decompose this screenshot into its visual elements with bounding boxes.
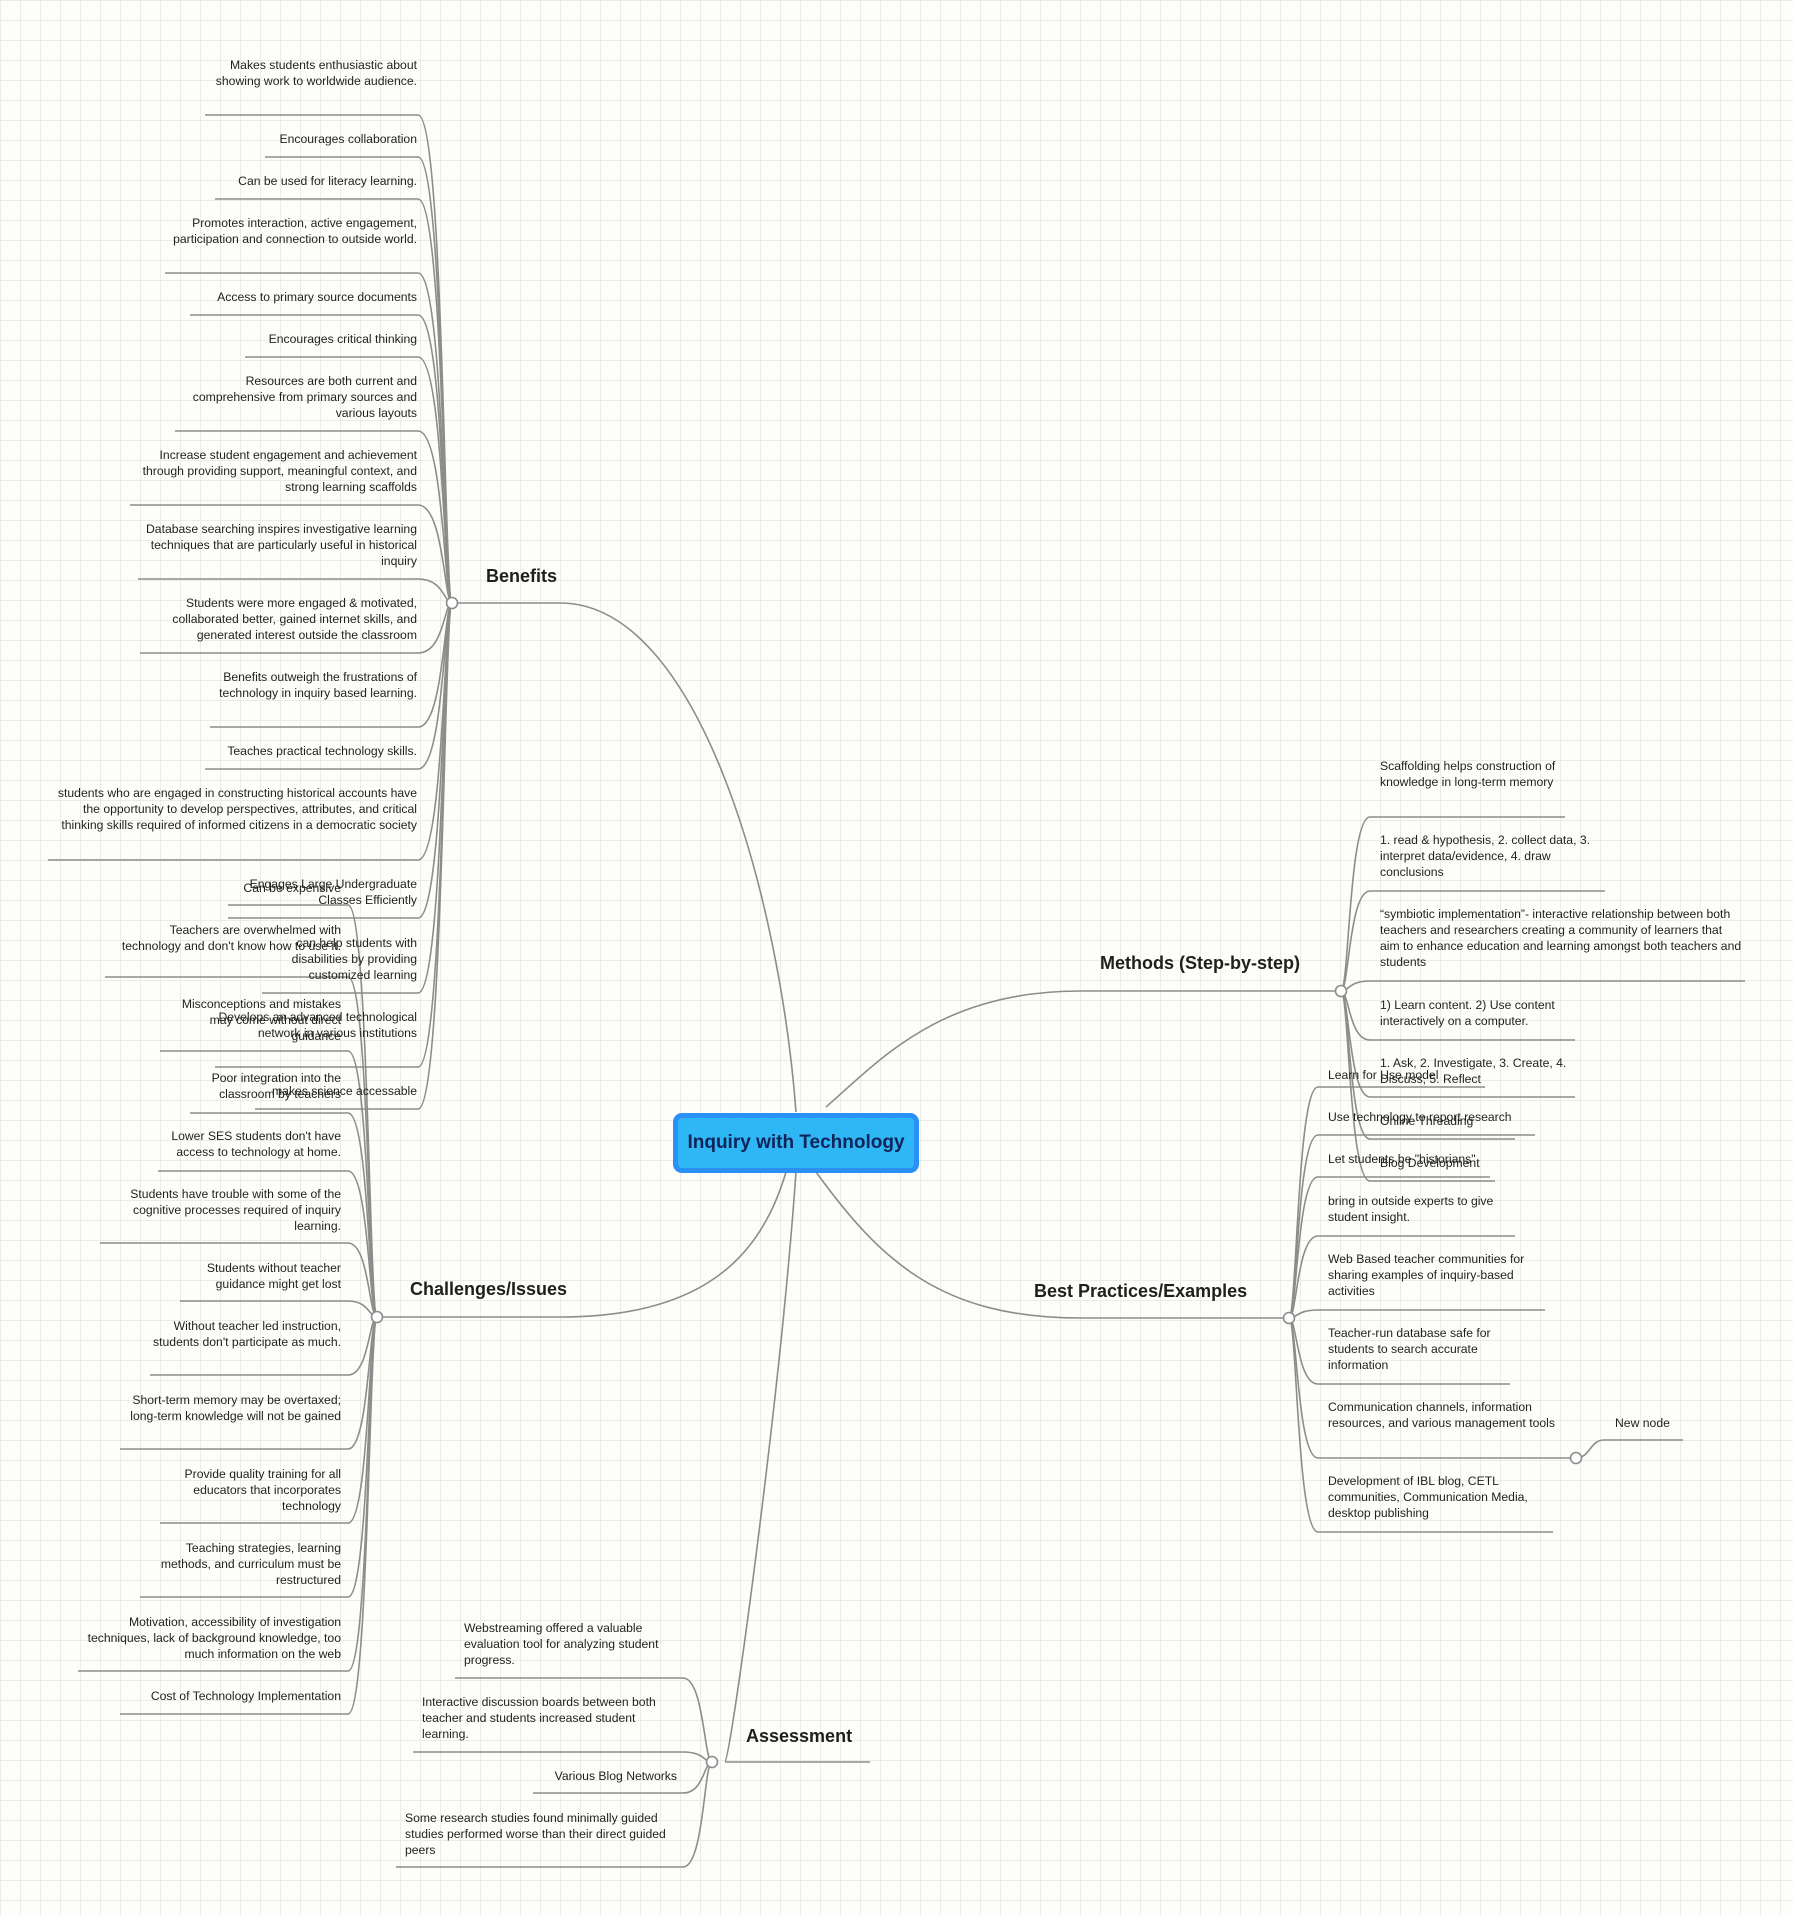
challenge-item[interactable]: Provide quality training for all educato… xyxy=(184,1467,342,1513)
benefit-item[interactable]: Encourages critical thinking xyxy=(268,332,417,346)
challenge-item[interactable]: Short-term memory may be overtaxed; long… xyxy=(130,1393,341,1423)
connector-line xyxy=(1340,980,1745,992)
method-item[interactable]: Blog Development xyxy=(1380,1156,1480,1170)
branch-methods[interactable]: Methods (Step-by-step) xyxy=(1100,953,1300,973)
best-practice-item[interactable]: Learn for Use model xyxy=(1328,1068,1439,1082)
connector-line xyxy=(228,602,453,919)
assessment-item[interactable]: Various Blog Networks xyxy=(554,1769,677,1783)
challenge-item[interactable]: Students have trouble with some of the c… xyxy=(130,1187,341,1233)
challenge-item[interactable]: Can be expensive xyxy=(243,881,341,895)
challenge-item[interactable]: Motivation, accessibility of investigati… xyxy=(87,1615,341,1661)
benefit-item[interactable]: Makes students enthusiastic about showin… xyxy=(215,58,417,88)
assessment-item[interactable]: Interactive discussion boards between bo… xyxy=(422,1695,656,1741)
benefit-item[interactable]: Increase student engagement and achievem… xyxy=(142,448,417,494)
best-practice-item[interactable]: bring in outside experts to give student… xyxy=(1328,1194,1494,1224)
connector-line xyxy=(413,1751,713,1763)
benefit-item[interactable]: Promotes interaction, active engagement,… xyxy=(173,216,417,246)
method-item[interactable]: “symbiotic implementation”- interactive … xyxy=(1380,907,1742,969)
benefit-item[interactable]: students who are engaged in constructing… xyxy=(57,786,417,832)
connector-line xyxy=(1288,1317,1553,1533)
benefit-item[interactable]: Encourages collaboration xyxy=(279,132,417,146)
best-practice-item[interactable]: Communication channels, information reso… xyxy=(1328,1400,1555,1430)
benefit-item[interactable]: Teaches practical technology skills. xyxy=(227,744,417,758)
benefit-item[interactable]: Students were more engaged & motivated, … xyxy=(172,596,417,642)
benefit-item[interactable]: Access to primary source documents xyxy=(217,290,417,304)
benefit-item[interactable]: makes science accessable xyxy=(272,1084,417,1098)
method-item[interactable]: Scaffolding helps construction of knowle… xyxy=(1380,759,1556,789)
branch-knob[interactable] xyxy=(370,1310,384,1324)
branch-best-practices[interactable]: Best Practices/Examples xyxy=(1034,1281,1248,1301)
challenge-item[interactable]: Lower SES students don't have access to … xyxy=(171,1129,341,1159)
benefit-item[interactable]: Can be used for literacy learning. xyxy=(238,174,417,188)
challenge-item[interactable]: Students without teacher guidance might … xyxy=(206,1261,341,1291)
branch-assessment[interactable]: Assessment xyxy=(746,1726,853,1746)
benefit-item[interactable]: Resources are both current and comprehen… xyxy=(192,374,417,420)
connector-line xyxy=(180,1300,378,1318)
best-practices-link xyxy=(815,1171,1289,1319)
challenge-item[interactable]: Misconceptions and mistakes may come wit… xyxy=(181,997,341,1043)
challenges-link xyxy=(377,1171,787,1318)
method-item[interactable]: Online Threading xyxy=(1380,1114,1474,1128)
assessment-item[interactable]: Webstreaming offered a valuable evaluati… xyxy=(464,1621,659,1667)
connector-line xyxy=(1288,1309,1545,1319)
methods-link xyxy=(825,990,1341,1108)
branch-knob[interactable] xyxy=(705,1755,719,1769)
challenge-item[interactable]: Teachers are overwhelmed with technology… xyxy=(121,923,341,953)
assessment-link xyxy=(724,1171,870,1763)
best-practice-subnode[interactable]: New node xyxy=(1615,1416,1670,1430)
best-practice-item[interactable]: Use technology to report research xyxy=(1328,1110,1512,1124)
challenge-item[interactable]: Cost of Technology Implementation xyxy=(150,1689,341,1703)
branch-knob[interactable] xyxy=(1569,1451,1583,1465)
benefit-item[interactable]: Benefits outweigh the frustrations of te… xyxy=(219,670,417,700)
branch-benefits[interactable]: Benefits xyxy=(486,566,558,586)
branch-knob[interactable] xyxy=(445,596,459,610)
challenge-item[interactable]: Teaching strategies, learning methods, a… xyxy=(160,1541,341,1587)
challenge-item[interactable]: Poor integration into the classroom by t… xyxy=(211,1071,341,1101)
benefits-link xyxy=(452,602,797,1113)
connector-line xyxy=(255,602,453,1110)
connector-line xyxy=(120,1316,378,1715)
connector-line xyxy=(158,1170,378,1318)
assessment-item[interactable]: Some research studies found minimally gu… xyxy=(405,1811,666,1857)
connector-line xyxy=(1340,990,1495,1182)
central-topic[interactable]: Inquiry with Technology xyxy=(673,1113,919,1173)
method-item[interactable]: 1. Ask, 2. Investigate, 3. Create, 4. Di… xyxy=(1380,1056,1567,1086)
best-practice-item[interactable]: Teacher-run database safe for students t… xyxy=(1328,1326,1491,1372)
branch-knob[interactable] xyxy=(1282,1311,1296,1325)
method-item[interactable]: 1) Learn content. 2) Use content interac… xyxy=(1380,998,1555,1028)
best-practice-item[interactable]: Development of IBL blog, CETL communitie… xyxy=(1328,1474,1528,1520)
method-item[interactable]: 1. read & hypothesis, 2. collect data, 3… xyxy=(1380,833,1591,879)
branch-challenges[interactable]: Challenges/Issues xyxy=(410,1279,568,1299)
benefit-item[interactable]: can help students with disabilities by p… xyxy=(291,936,417,982)
best-practice-item[interactable]: Web Based teacher communities for sharin… xyxy=(1328,1252,1525,1298)
best-practice-item[interactable]: Let students be "historians" xyxy=(1328,1152,1476,1166)
challenge-item[interactable]: Without teacher led instruction, student… xyxy=(153,1319,341,1349)
benefit-item[interactable]: Engages Large Undergraduate Classes Effi… xyxy=(249,877,417,907)
branch-knob[interactable] xyxy=(1334,984,1348,998)
benefit-item[interactable]: Database searching inspires investigativ… xyxy=(146,522,417,568)
benefit-item[interactable]: Develops an advanced technological netwo… xyxy=(218,1010,417,1040)
